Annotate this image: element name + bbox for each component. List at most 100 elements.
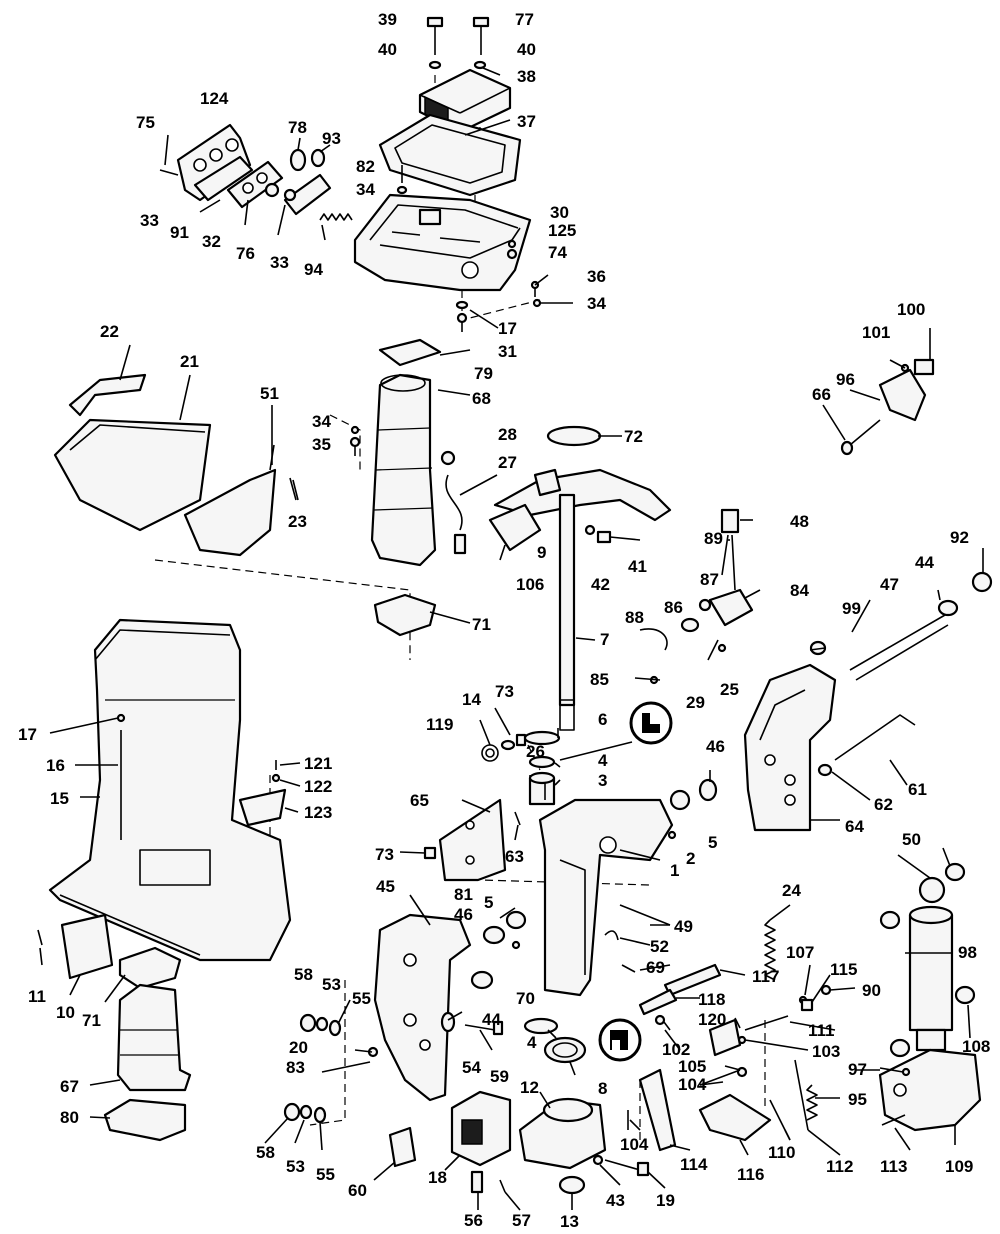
cap-58a [299, 1013, 317, 1033]
callout-42: 42 [591, 575, 610, 594]
callout-20: 20 [289, 1038, 308, 1057]
callout-35: 35 [312, 435, 331, 454]
callout-63: 63 [505, 847, 524, 866]
callout-111: 111 [808, 1021, 835, 1040]
callout-39: 39 [378, 10, 397, 29]
washer-42 [584, 524, 596, 536]
screw-75 [159, 169, 179, 176]
washer-40a [428, 60, 442, 70]
part-76 [283, 188, 297, 202]
rod-112 [794, 1059, 809, 1131]
callout-78: 78 [288, 118, 307, 137]
plate-91 [226, 160, 284, 209]
screw-73a [515, 733, 527, 747]
callout-96: 96 [836, 370, 855, 389]
tube-27 [445, 474, 463, 531]
washer-6 [523, 730, 561, 746]
callout-102: 102 [662, 1040, 690, 1059]
callout-2: 2 [686, 849, 695, 868]
bushing-62 [817, 763, 833, 777]
nut-44a [937, 599, 959, 617]
callout-113: 113 [880, 1157, 907, 1176]
spring-94 [319, 213, 353, 221]
callout-18: 18 [428, 1168, 447, 1187]
washer-17b [116, 713, 126, 723]
callout-19: 19 [656, 1191, 675, 1210]
pin-29 [707, 639, 719, 661]
callout-121: 121 [304, 754, 332, 773]
callout-98: 98 [958, 943, 977, 962]
callout-17: 17 [498, 319, 517, 338]
callout-64: 64 [845, 817, 864, 836]
callout-95: 95 [848, 1090, 867, 1109]
callout-12: 12 [520, 1078, 539, 1097]
switch-84 [708, 588, 754, 627]
callout-34: 34 [312, 412, 331, 431]
washer-40b [473, 60, 487, 70]
callout-87: 87 [700, 570, 719, 589]
washer-122 [271, 773, 281, 783]
bushing-66 [840, 440, 854, 456]
bracket-123 [238, 788, 287, 827]
stern-bracket-45 [373, 913, 472, 1102]
bushing-50a [944, 862, 966, 882]
callout-58: 58 [256, 1143, 275, 1162]
callout-73: 73 [495, 682, 514, 701]
callout-59: 59 [490, 1067, 509, 1086]
gasket-37 [378, 113, 522, 197]
part-70 [511, 940, 521, 950]
plate-65 [438, 798, 507, 882]
bracket-124 [176, 123, 252, 202]
callout-4: 4 [598, 751, 608, 770]
bracket-109 [878, 1048, 982, 1132]
callout-84: 84 [790, 581, 809, 600]
washer-34c [350, 425, 360, 435]
washer-54 [440, 1011, 456, 1033]
oring-93 [310, 148, 326, 168]
washer-25 [717, 643, 727, 653]
part-115 [800, 998, 814, 1012]
clip-52 [604, 930, 619, 941]
callout-93: 93 [322, 129, 341, 148]
callout-101: 101 [862, 323, 890, 342]
bolt-31 [456, 312, 468, 332]
callout-72: 72 [624, 427, 643, 446]
callout-117: 117 [752, 967, 779, 986]
callout-40: 40 [517, 40, 536, 59]
callout-labels: 39 77 40 40 38 37 124 75 78 93 82 34 33 … [18, 10, 990, 1231]
adapter-housing-30 [353, 193, 532, 292]
callout-4: 4 [527, 1033, 537, 1052]
nut-92 [971, 571, 993, 593]
callout-80: 80 [60, 1108, 79, 1127]
callout-77: 77 [515, 10, 534, 29]
stern-bracket-64 [743, 663, 837, 832]
gasket-79 [378, 338, 442, 367]
callout-99: 99 [842, 599, 861, 618]
callout-29: 29 [686, 693, 705, 712]
callout-105: 105 [678, 1057, 706, 1076]
callout-89: 89 [704, 529, 723, 548]
plate-9 [488, 503, 542, 552]
callout-92: 92 [950, 528, 969, 547]
callout-31: 31 [498, 342, 517, 361]
callout-100: 100 [897, 300, 925, 319]
washer-14 [500, 739, 516, 751]
callout-40: 40 [378, 40, 397, 59]
screw-63 [514, 811, 521, 826]
washer-55a [328, 1019, 342, 1037]
pin-57 [499, 1179, 506, 1193]
callout-46: 46 [706, 737, 725, 756]
callout-116: 116 [737, 1165, 764, 1184]
washer-46b [482, 925, 506, 945]
detail-icon-upper [629, 701, 673, 745]
callout-108: 108 [962, 1037, 990, 1056]
callout-71: 71 [82, 1011, 101, 1030]
screw-102 [654, 1014, 671, 1031]
spring-95 [806, 1084, 818, 1121]
screw-73b [423, 846, 437, 860]
gasket-33b [283, 173, 332, 216]
callout-109: 109 [945, 1157, 973, 1176]
callout-13: 13 [560, 1212, 579, 1231]
callout-1: 1 [670, 861, 679, 880]
